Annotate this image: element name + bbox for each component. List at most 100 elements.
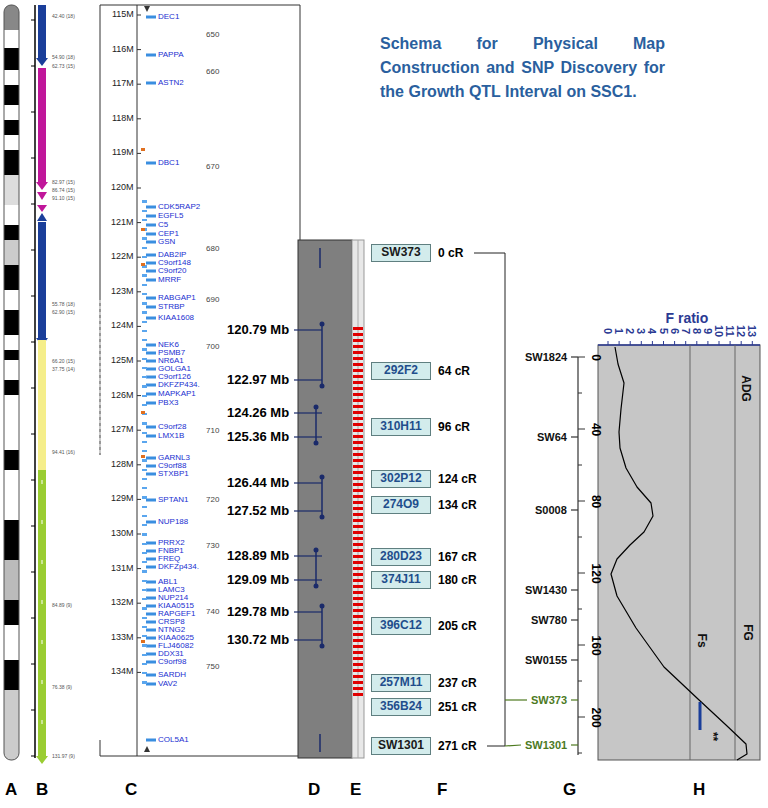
position-number: 670: [206, 163, 219, 172]
gene-mark: [142, 534, 147, 536]
f-ratio-curve: [611, 347, 747, 760]
megabase-label: 126.44 Mb: [227, 476, 289, 490]
axis-number: 12: [735, 325, 747, 337]
gene-mark: [142, 598, 147, 600]
snp-mark: [353, 693, 363, 696]
axis-number: 7: [680, 328, 692, 334]
bracket-line: [100, 5, 300, 455]
gene-label: GARNL3: [158, 454, 190, 462]
scale-label: 133M: [111, 633, 134, 643]
synteny-segment: [38, 222, 46, 338]
axis-title: F ratio: [666, 311, 709, 326]
snp-mark: [353, 357, 363, 360]
strip-line: [358, 240, 359, 758]
chromosome-band: [4, 625, 19, 660]
contig-line: [315, 407, 317, 443]
gene-mark: [146, 637, 156, 640]
panel-letter: D: [308, 781, 320, 800]
box-text: 356B24: [380, 700, 422, 713]
snp-mark: [353, 651, 363, 654]
chromosome-band: [4, 690, 19, 760]
axis-tick: [31, 296, 35, 297]
scale-axis: [137, 5, 138, 756]
chromosome-band: [4, 120, 19, 135]
gene-mark: [142, 349, 147, 351]
axis-tick: [31, 250, 35, 251]
bracket-line: [474, 253, 505, 254]
map-axis: [34, 5, 36, 758]
bracket-line: [505, 253, 506, 746]
axis-tick: [31, 572, 35, 573]
leader-line: [294, 555, 322, 556]
distance-label: 237 cR: [438, 677, 477, 690]
chromosome-band: [4, 70, 19, 85]
gene-mark: [146, 54, 156, 57]
scale-label: 132M: [111, 598, 134, 608]
scale-tick: [137, 15, 141, 16]
gene-mark: [142, 496, 147, 498]
marker-tick: [571, 436, 578, 437]
snp-mark: [353, 573, 363, 576]
snp-mark: [353, 627, 363, 630]
gene-label: DEC1: [158, 13, 179, 21]
dotted-gap: [100, 300, 101, 455]
scale-tick: [137, 637, 141, 638]
snp-mark: [353, 603, 363, 606]
gene-mark: [146, 306, 156, 309]
contig-end: [320, 322, 325, 327]
chromosome-band: [4, 360, 19, 380]
curve-label: **: [706, 731, 719, 740]
gene-label: LAMC3: [158, 586, 185, 594]
segment-arrowhead: [36, 58, 48, 66]
gene-mark: [142, 201, 147, 203]
box-text: SW373: [381, 246, 420, 259]
contig-end: [320, 475, 325, 480]
chromosome-band: [4, 290, 19, 310]
gene-mark: [146, 581, 156, 584]
gene-label: NUP214: [158, 594, 188, 602]
gene-mark: [142, 302, 147, 304]
gene-mark: [142, 358, 147, 360]
gene-mark: [142, 404, 147, 406]
axis-tick: [31, 112, 35, 113]
scale-tick: [137, 464, 141, 465]
snp-mark: [353, 447, 363, 450]
box-text: 274O9: [383, 498, 419, 511]
gene-label: GSN: [158, 238, 175, 246]
gene-label: CEP1: [158, 230, 179, 238]
axis-number: 200: [588, 707, 601, 727]
leader-line: [294, 436, 322, 437]
gene-label: DAB2IP: [158, 251, 186, 259]
gene-mark: [142, 506, 147, 508]
axis-number: 5: [658, 328, 670, 334]
box-text: 310H11: [380, 420, 421, 433]
box-text: 292F2: [384, 364, 418, 377]
contig-end: [320, 515, 325, 520]
snp-mark: [353, 417, 363, 420]
gene-label: LMX1B: [158, 432, 184, 440]
gene-mark: [142, 543, 147, 545]
gene-mark: [142, 487, 147, 489]
megabase-label: 127.52 Mb: [227, 504, 289, 518]
gene-label: C9orf98: [158, 658, 186, 666]
gene-label: DBC1: [158, 159, 179, 167]
axis-number: 11: [724, 325, 736, 337]
gene-mark: [142, 450, 147, 452]
marker-tick: [571, 509, 578, 510]
gene-mark: [142, 367, 147, 369]
contig-end: [320, 604, 325, 609]
gene-mark: [146, 465, 156, 468]
contig-end: [320, 644, 325, 649]
scale-label: 116M: [112, 45, 134, 55]
marker-label: SW373: [531, 694, 567, 706]
snp-mark: [353, 345, 363, 348]
curve-label: FG: [740, 624, 753, 641]
gene-mark: [142, 672, 147, 674]
segment-arrowhead: [36, 756, 48, 764]
gene-label: COL5A1: [158, 736, 189, 744]
segment-arrowhead: [37, 205, 47, 212]
gene-mark: [142, 274, 147, 276]
gene-mark: [142, 200, 147, 202]
link-line: [505, 699, 527, 700]
contig-end: [320, 384, 325, 389]
